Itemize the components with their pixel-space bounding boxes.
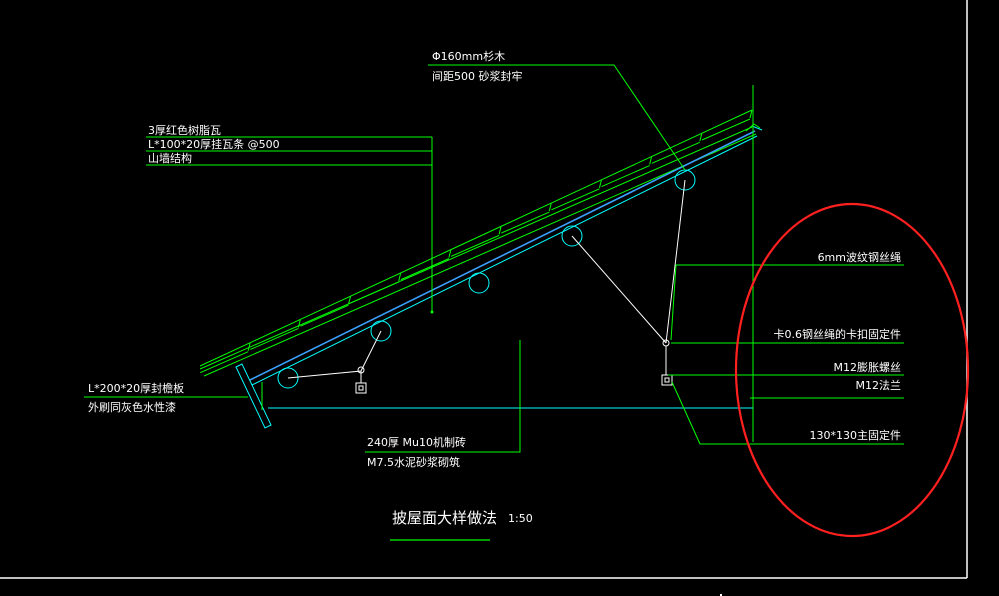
roof-tile-step <box>398 272 402 282</box>
roof-tile <box>450 225 502 251</box>
clip-label: 卡0.6钢丝绳的卡扣固定件 <box>774 327 902 341</box>
tile-batten <box>551 188 600 211</box>
tile-batten <box>300 304 349 327</box>
fir-log <box>468 272 490 294</box>
roof-tile-step <box>598 179 602 188</box>
drawing-title: 披屋面大样做法 <box>392 509 497 527</box>
flange-label: M12法兰 <box>856 378 902 392</box>
roof-tile-step <box>548 202 552 212</box>
roof-tile <box>249 319 301 344</box>
tile-batten <box>400 258 450 281</box>
brick-label-2: M7.5水泥砂浆砌筑 <box>367 455 460 469</box>
roof-tile-step <box>649 156 653 165</box>
tile-batten <box>601 165 650 188</box>
roof-tile <box>400 249 452 274</box>
roof-label-1: 3厚红色树脂瓦 <box>148 123 221 137</box>
roof-tile <box>651 132 703 157</box>
leader-lines <box>84 64 904 453</box>
roof-tile <box>350 272 401 297</box>
roof-tile <box>551 179 602 204</box>
fir-log <box>277 367 299 389</box>
roof-tile <box>199 342 251 367</box>
roof-label-3: 山墙结构 <box>148 151 192 165</box>
tile-batten <box>651 141 701 164</box>
roof-tile <box>701 109 753 134</box>
eave-label-1: L*200*20厚封檐板 <box>88 381 184 395</box>
tile-batten <box>250 327 299 350</box>
fir-logs <box>277 169 696 389</box>
roof-label-2: L*100*20厚挂瓦条 @500 <box>148 137 280 151</box>
eave-board <box>235 363 272 429</box>
fir-log <box>370 320 392 342</box>
roof-tile-step <box>699 133 703 142</box>
roof-tile <box>500 202 552 227</box>
roof-tile-step <box>448 249 452 258</box>
tile-batten <box>350 281 399 304</box>
fir-label-2: 间距500 砂浆封牢 <box>432 69 523 83</box>
rope-label: 6mm波纹钢丝绳 <box>818 250 901 264</box>
roof-tile-step <box>297 319 301 328</box>
roof-tile <box>300 295 351 320</box>
fir-log <box>561 225 583 247</box>
stray-mark <box>720 594 722 596</box>
fir-label-1: Φ160mm杉木 <box>432 49 505 63</box>
roof-tile-step <box>749 109 753 119</box>
main-fixture-label: 130*130主固定件 <box>810 428 902 442</box>
brick-label-1: 240厚 Mu10机制砖 <box>367 435 466 449</box>
drawing-scale: 1:50 <box>508 512 533 525</box>
roof-tile-step <box>247 342 251 351</box>
tile-batten <box>501 211 550 234</box>
tile-batten <box>199 351 249 374</box>
eave-label-2: 外刷同灰色水性漆 <box>88 400 176 414</box>
tile-batten <box>701 118 751 141</box>
bolt-label: M12膨胀螺丝 <box>834 360 902 374</box>
roof-tile-step <box>498 226 502 235</box>
tile-batten <box>450 234 500 257</box>
roof-slope <box>199 123 763 386</box>
highlight-ellipse <box>734 202 970 538</box>
roof-tiles <box>199 109 753 374</box>
roof-tile <box>601 156 652 181</box>
roof-tile-step <box>348 296 352 305</box>
wire-ropes <box>287 179 686 394</box>
